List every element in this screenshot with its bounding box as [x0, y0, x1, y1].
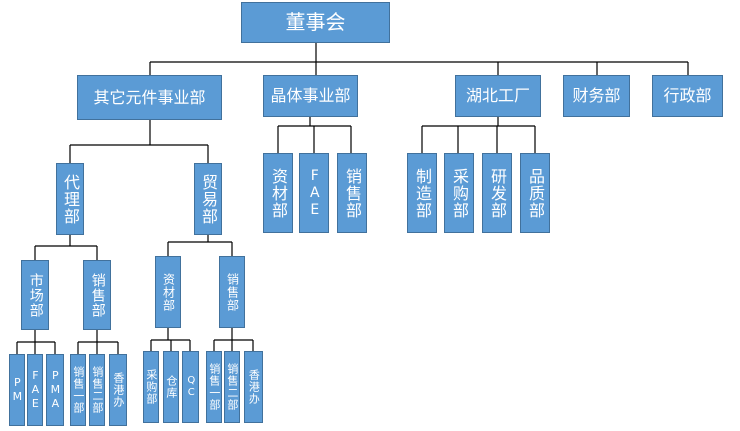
connector-trade-sales: [213, 328, 254, 351]
agency-sales-2-node: 销售二部: [89, 354, 105, 426]
connector-other-components: [69, 120, 209, 163]
admin-dept-node: 行政部: [652, 75, 723, 117]
trade-sales-dept-node: 销售部: [219, 256, 245, 328]
finance-dept-node: 财务部: [563, 75, 630, 117]
market-dept-node: 市场部: [21, 260, 49, 330]
agency-sales-1-node: 销售一部: [70, 354, 86, 426]
trade-purchasing-node: 采购部: [143, 351, 159, 423]
connector-agency-sales: [77, 330, 119, 354]
trade-warehouse-node: 仓库: [163, 351, 179, 423]
trade-qc-node: QC: [182, 351, 199, 423]
connector-market: [16, 330, 56, 354]
trade-sales-1-node: 销售一部: [206, 351, 222, 423]
hubei-quality-dept-node: 品质部: [520, 153, 550, 233]
hubei-manufacturing-dept-node: 制造部: [407, 153, 437, 233]
hubei-purchasing-dept-node: 采购部: [444, 153, 474, 233]
crystal-material-dept-node: 资材部: [263, 153, 293, 233]
hubei-factory-node: 湖北工厂: [455, 75, 541, 117]
connector-hubei: [421, 117, 536, 153]
trade-sales-2-node: 销售二部: [224, 351, 240, 423]
connector-trade-material: [150, 328, 191, 351]
fae-node: FAE: [27, 354, 43, 426]
trade-material-dept-node: 资材部: [155, 256, 181, 328]
other-components-division-node: 其它元件事业部: [77, 75, 222, 120]
hubei-rd-dept-node: 研发部: [482, 153, 512, 233]
connector-agency: [34, 235, 98, 260]
pm-node: PM: [9, 354, 25, 426]
crystal-fae-node: FAE: [299, 153, 329, 233]
trade-hk-office-node: 香港办: [244, 351, 263, 423]
connector-board: [149, 43, 689, 75]
connector-crystal: [277, 117, 352, 153]
crystal-sales-dept-node: 销售部: [337, 153, 367, 233]
agency-sales-dept-node: 销售部: [83, 260, 111, 330]
board-node: 董事会: [241, 2, 390, 43]
agency-dept-node: 代理部: [56, 163, 84, 235]
agency-hk-office-node: 香港办: [109, 354, 127, 426]
pma-node: PMA: [46, 354, 64, 426]
crystal-division-node: 晶体事业部: [263, 75, 358, 117]
trade-dept-node: 贸易部: [194, 163, 222, 235]
connector-trade: [167, 235, 233, 256]
